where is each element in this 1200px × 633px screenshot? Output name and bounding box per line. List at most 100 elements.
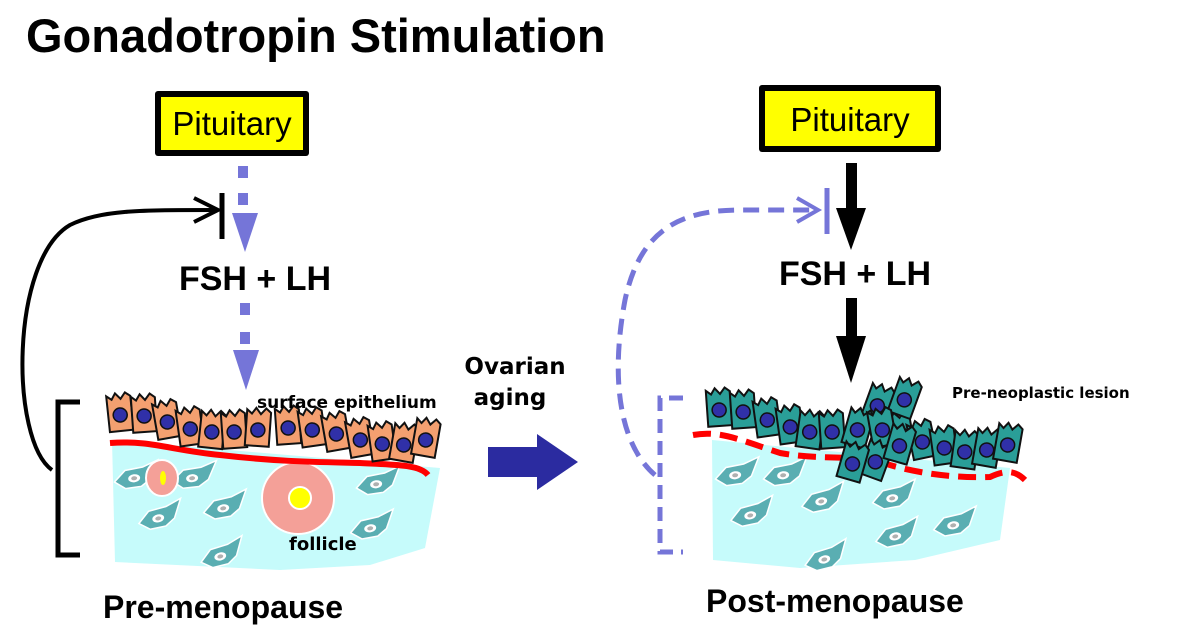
nucleus-icon [136, 408, 152, 424]
left-pituitary-label: Pituitary [172, 105, 292, 142]
nucleus-icon [896, 392, 913, 408]
nucleus-icon [417, 432, 434, 448]
post-menopause-label: Post-menopause [706, 583, 964, 619]
nucleus-icon [204, 424, 220, 440]
nucleus-icon [759, 412, 776, 428]
nucleus-icon [374, 436, 391, 452]
nucleus-icon [280, 420, 296, 436]
epithelial-cell [991, 420, 1024, 464]
nucleus-icon [782, 419, 799, 435]
lesion-cell [886, 374, 923, 421]
epithelial-cell [728, 388, 758, 430]
ovarian-aging-label-line2: aging [474, 385, 547, 411]
nucleus-icon [936, 440, 953, 456]
ovarian-aging-transition: Ovarian aging [464, 354, 578, 490]
nucleus-icon [352, 432, 369, 448]
lesion-cell [882, 421, 918, 466]
nucleus-icon [711, 402, 727, 418]
epithelial-cell [319, 409, 353, 453]
stromal-cell [874, 514, 919, 549]
left-small-follicle [145, 459, 179, 497]
nucleus-icon [867, 454, 884, 470]
pre-menopause-label: Pre-menopause [103, 589, 343, 625]
epithelial-cell [366, 419, 398, 463]
left-dashed-signal-lower [233, 303, 259, 390]
nucleus-icon [159, 414, 176, 430]
epithelial-cell [409, 415, 442, 459]
stromal-cell [762, 455, 809, 487]
right-hormone-label: FSH + LH [779, 255, 931, 293]
nucleus-icon [735, 404, 751, 420]
right-stromal-cells [714, 455, 978, 572]
pre-menopause-panel: Pituitary FSH + LH [20, 91, 442, 625]
left-pituitary-fill [161, 97, 303, 150]
stromal-cell [729, 493, 774, 528]
stromal-cell [199, 533, 244, 569]
right-surface-epithelium [704, 386, 1024, 471]
stromal-cell [871, 477, 917, 510]
right-solid-signal-lower [836, 298, 866, 383]
left-basement-membrane [109, 439, 431, 478]
right-pituitary-box: Pituitary [759, 85, 941, 152]
epithelial-cell [243, 406, 273, 448]
right-feedback-inhibition-arrow-dashed [615, 188, 830, 477]
stromal-cell [932, 504, 978, 537]
nucleus-icon [891, 438, 908, 454]
left-tissue-bracket [55, 399, 80, 558]
nucleus-icon [844, 456, 861, 472]
epithelial-cell [704, 386, 734, 428]
lesion-cell [835, 439, 871, 484]
epithelial-cell [273, 404, 303, 446]
stromal-cell [803, 536, 848, 572]
right-solid-signal-upper [836, 163, 866, 250]
epithelial-cell [794, 408, 826, 451]
stromal-cell [137, 496, 182, 531]
right-tissue-bracket-dashed [657, 395, 683, 555]
right-pituitary-label: Pituitary [790, 101, 910, 138]
pre-neoplastic-lesion-label: Pre-neoplastic lesion [952, 384, 1130, 402]
nucleus-icon [914, 434, 931, 450]
left-feedback-inhibition-arrow [20, 193, 225, 472]
stromal-cell [202, 487, 248, 520]
stromal-cell [171, 459, 218, 489]
epithelial-cell [751, 395, 783, 439]
stromal-cell [800, 479, 845, 514]
left-pituitary-box: Pituitary [155, 91, 309, 156]
left-hormone-label: FSH + LH [179, 260, 331, 298]
nucleus-icon [801, 424, 818, 440]
epithelial-cell [174, 404, 206, 448]
right-pituitary-fill [765, 91, 935, 146]
pre-neoplastic-lesion-cells [835, 374, 923, 484]
nucleus-icon [226, 424, 242, 440]
ovarian-aging-label-line1: Ovarian [464, 354, 565, 380]
nucleus-icon [999, 437, 1016, 453]
stromal-cell [355, 464, 402, 496]
stromal-cell [714, 455, 761, 487]
nucleus-icon [182, 421, 199, 437]
left-large-follicle [261, 461, 335, 535]
nucleus-icon [874, 422, 891, 438]
left-surface-epithelium [104, 391, 442, 464]
epithelial-cell [817, 408, 847, 450]
stromal-cell [349, 507, 395, 540]
epithelial-cell [129, 392, 159, 434]
epithelial-cell [104, 391, 135, 434]
nucleus-icon [112, 407, 128, 423]
ovarian-aging-arrow [488, 434, 578, 490]
nucleus-icon [849, 422, 866, 438]
follicle-label: follicle [289, 534, 357, 555]
nucleus-icon [395, 437, 412, 453]
diagram-title: Gonadotropin Stimulation [26, 9, 606, 62]
epithelial-cell [296, 405, 328, 449]
post-menopause-panel: Pituitary FSH + LH Pre-neoplastic lesi [615, 85, 1130, 619]
epithelial-cell [197, 408, 227, 451]
nucleus-icon [250, 422, 266, 438]
nucleus-icon [824, 424, 840, 440]
epithelial-cell [219, 408, 249, 450]
nucleus-icon [956, 444, 973, 460]
nucleus-icon [328, 426, 345, 442]
nucleus-icon [304, 422, 321, 438]
surface-epithelium-label: surface epithelium [257, 393, 437, 413]
left-dashed-signal-upper [232, 166, 258, 252]
